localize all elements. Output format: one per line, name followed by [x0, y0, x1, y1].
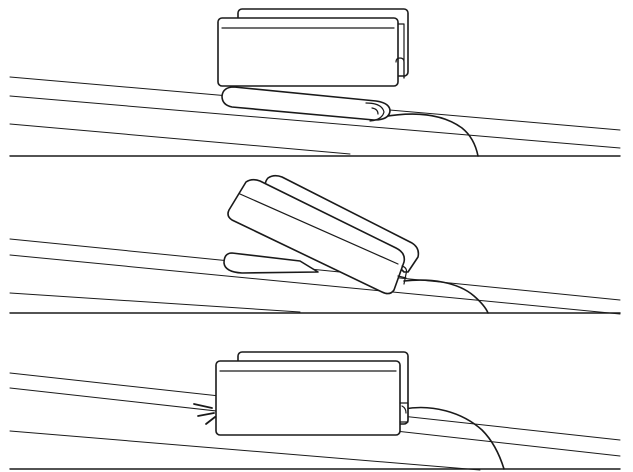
cable: [403, 279, 489, 314]
base-bar: [223, 252, 319, 274]
click-icon: [193, 403, 216, 425]
surface-lines: [9, 76, 621, 155]
step-2-panel: [9, 174, 621, 315]
cable: [381, 113, 479, 157]
cable: [403, 406, 505, 470]
holder-device: [215, 351, 409, 436]
holder-device: [227, 174, 420, 295]
holder-device: [217, 8, 409, 87]
step-3-panel: [9, 351, 621, 471]
step-1-panel: [9, 8, 621, 157]
base-bar: [221, 86, 391, 122]
